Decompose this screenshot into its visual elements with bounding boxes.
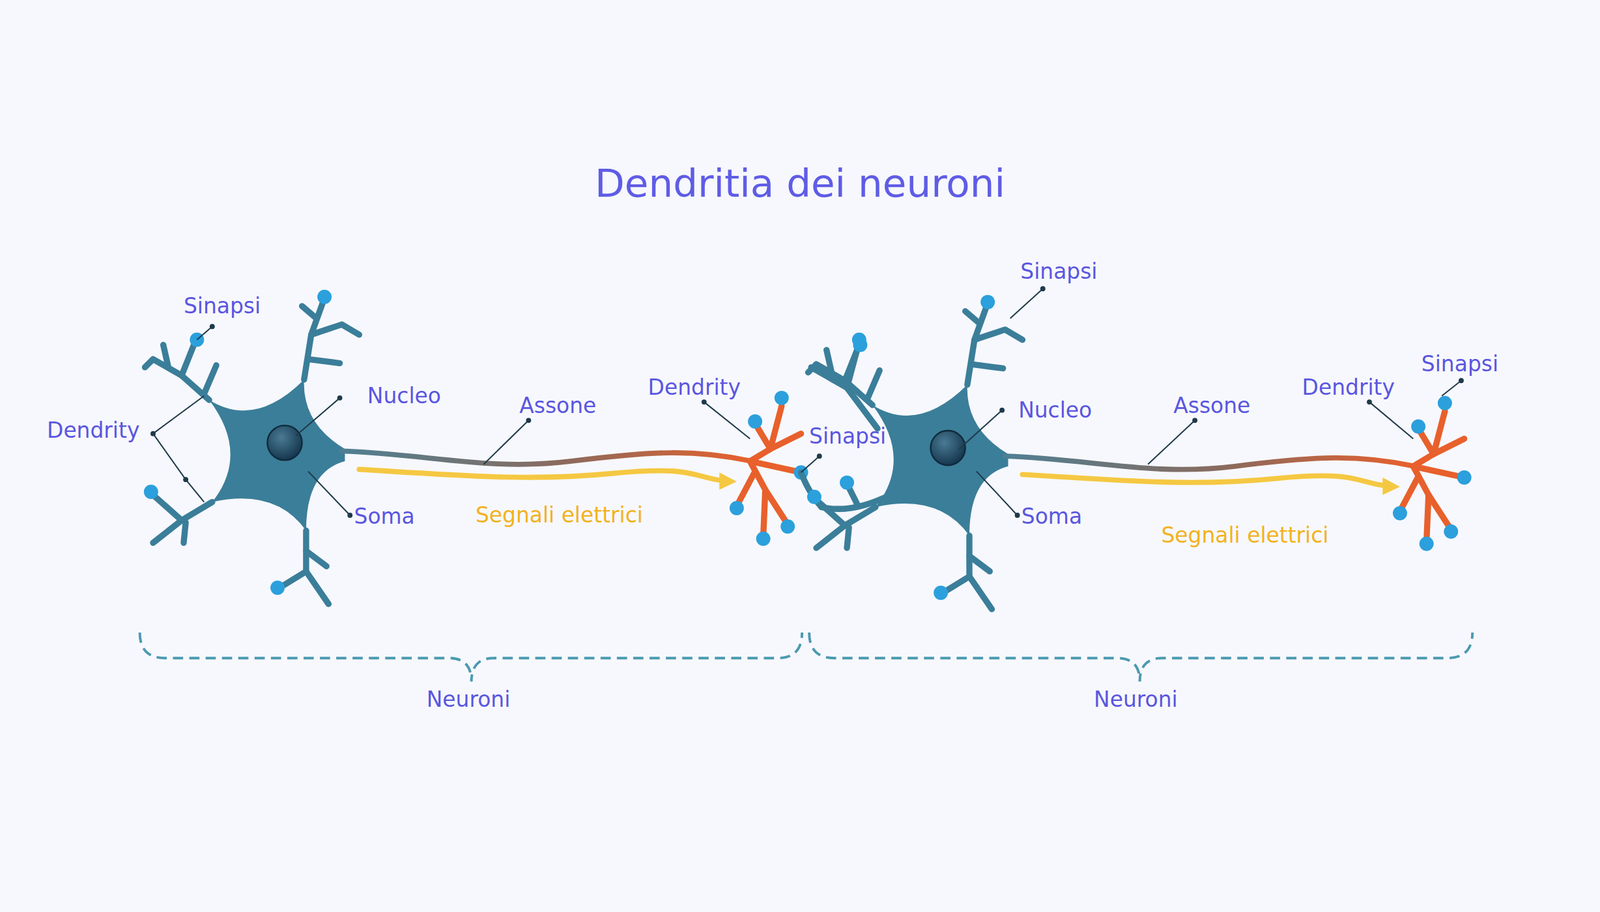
nucleus-label: Nucleo <box>1018 396 1092 424</box>
synapse-dot <box>839 475 855 490</box>
diagram-title: Dendritia dei neuroni <box>594 160 1006 208</box>
axon-label: Assone <box>519 392 597 420</box>
dendrite-label: Dendrity <box>648 374 741 402</box>
signal-label: Segnali elettrici <box>1160 522 1329 550</box>
synapse-label: Sinapsi <box>183 293 261 320</box>
group-label: Neuroni <box>1093 686 1178 714</box>
soma-label: Soma <box>354 502 415 530</box>
nucleus-label: Nucleo <box>367 382 442 410</box>
soma-label: Soma <box>1021 502 1083 530</box>
leader-dots <box>150 285 1464 518</box>
group-brackets <box>140 632 1473 682</box>
neuron-right <box>801 295 1472 610</box>
signal-label: Segnali elettrici <box>475 502 643 529</box>
group-label: Neuroni <box>426 686 511 714</box>
dendrite-label: Dendrity <box>1302 374 1395 402</box>
leader-lines <box>153 288 1462 516</box>
neuron-right-body <box>807 295 1472 610</box>
synapse-label: Sinapsi <box>1020 257 1098 285</box>
axon-label: Assone <box>1173 392 1251 420</box>
synapse-label: Sinapsi <box>809 423 886 451</box>
synapse-label: Sinapsi <box>1421 351 1499 378</box>
neuron-left <box>143 289 809 604</box>
dendrite-label: Dendrity <box>46 417 140 445</box>
